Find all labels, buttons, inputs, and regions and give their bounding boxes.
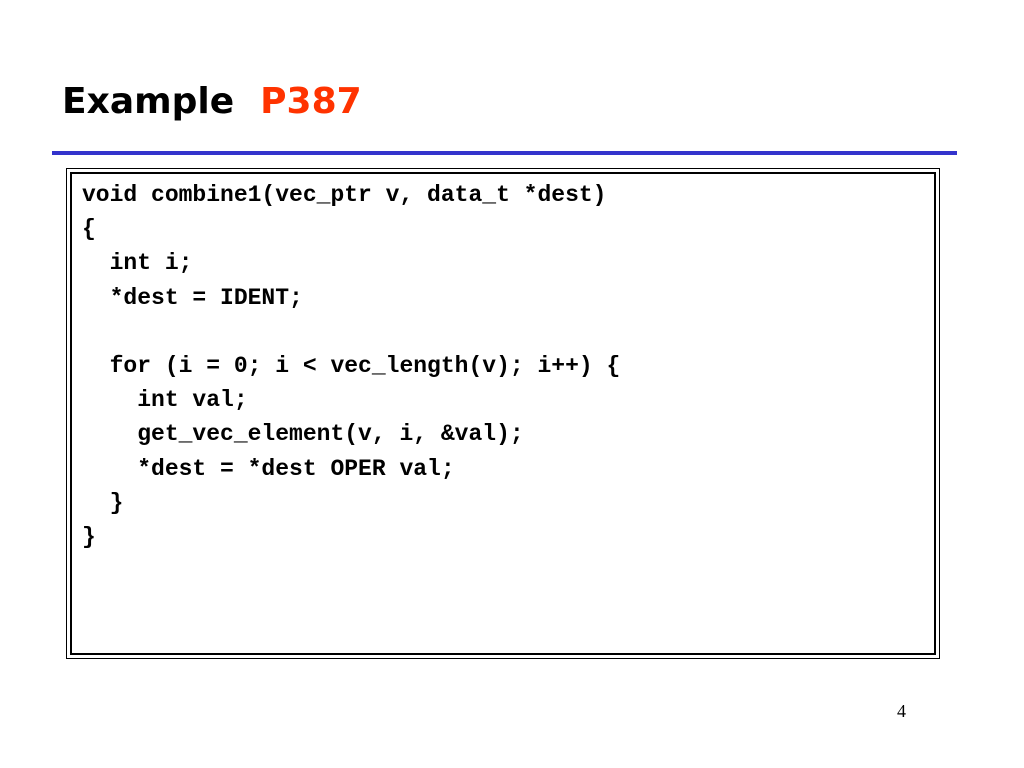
code-line: *dest = *dest OPER val; <box>82 455 455 482</box>
code-line: for (i = 0; i < vec_length(v); i++) { <box>82 352 621 379</box>
code-line: get_vec_element(v, i, &val); <box>82 421 524 448</box>
code-listing: void combine1(vec_ptr v, data_t *dest){ … <box>82 178 620 554</box>
code-line: } <box>82 523 96 550</box>
code-line: int val; <box>82 387 248 414</box>
slide-title: Example P387 <box>62 80 362 124</box>
code-box-inner-border: void combine1(vec_ptr v, data_t *dest){ … <box>70 172 936 655</box>
title-text: Example <box>62 81 235 122</box>
code-box: void combine1(vec_ptr v, data_t *dest){ … <box>66 168 940 659</box>
code-line <box>82 315 620 349</box>
code-line: int i; <box>82 250 193 277</box>
code-line: *dest = IDENT; <box>82 284 303 311</box>
code-line: void combine1(vec_ptr v, data_t *dest) <box>82 182 607 208</box>
code-line: } <box>82 489 124 516</box>
title-page-reference: P387 <box>260 81 362 122</box>
page-number: 4 <box>897 701 906 721</box>
code-line: { <box>82 216 96 243</box>
title-underline-rule <box>52 151 957 155</box>
